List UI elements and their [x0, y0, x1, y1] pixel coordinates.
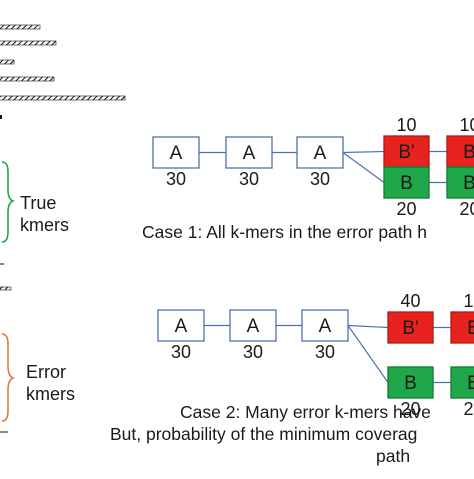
case2-true-node1-letter: B [404, 373, 417, 394]
case1-error-node2-letter: B [463, 142, 474, 163]
case1-node-a2-letter: A [243, 143, 256, 164]
case1-true-node1-letter: B [400, 173, 413, 194]
case1-true-node2-box [446, 166, 474, 199]
case1-true-node2: B 20 [446, 166, 474, 219]
case2-node-a3-count: 30 [315, 342, 335, 362]
case2-error-node2-count: 10 [463, 291, 474, 311]
case2-error-node2: B 10 [450, 291, 474, 344]
case1-true-node2-letter: B [463, 173, 474, 194]
case2-node-a2: A 30 [229, 309, 277, 362]
case2-node-a3: A 30 [301, 309, 349, 362]
case2-node-a1-count: 30 [171, 342, 191, 362]
case1-node-a1-box [152, 136, 200, 169]
case2-caption-line1: Case 2: Many error k-mers have [180, 402, 431, 422]
graph-nodes: A30A30A30B'10B10B20B20A30A30A30B'40B10B2… [152, 115, 474, 419]
case2-true-node2: B 20 [450, 366, 474, 419]
case2-true-node1-count: 20 [400, 399, 420, 419]
case1-node-a3-letter: A [314, 143, 327, 164]
read-bar [0, 95, 126, 101]
true-kmers-brace [1, 161, 16, 243]
case2-caption-line2: But, probability of the minimum coverag [110, 424, 418, 444]
case2-node-a3-box [301, 309, 349, 342]
case1-node-a2: A 30 [225, 136, 273, 189]
case1-true-node1-count: 20 [396, 199, 416, 219]
error-label-line2: kmers [26, 384, 75, 404]
case2-node-a2-count: 30 [243, 342, 263, 362]
case1-node-a3: A 30 [296, 136, 344, 189]
read-bar [0, 76, 55, 82]
graph-edges [199, 150, 451, 384]
case2-error-node1-letter: B' [402, 318, 418, 339]
case2-error-node2-letter: B [467, 318, 474, 339]
case1-node-a2-count: 30 [239, 169, 259, 189]
case2-node-a1-letter: A [175, 316, 188, 337]
case2-true-node1: B 20 [387, 366, 434, 419]
case2-node-a1: A 30 [157, 309, 205, 362]
case2-node-a2-letter: A [247, 316, 260, 337]
true-label-line2: kmers [20, 215, 69, 235]
case2-true-node1-box [387, 366, 434, 399]
graph-edge [347, 324, 389, 329]
case1-node-a1-letter: A [170, 143, 183, 164]
graph-edge [342, 152, 385, 183]
case2-error-node1-count: 40 [400, 291, 420, 311]
case1-error-node1-letter: B' [398, 142, 414, 163]
case2-node-a1-box [157, 309, 205, 342]
case1-error-node1-box [383, 135, 430, 168]
graph-edge [342, 150, 385, 154]
case1-true-node2-count: 20 [459, 199, 474, 219]
case1-true-node1-box [383, 166, 430, 199]
case1-node-a1: A 30 [152, 136, 200, 189]
case2-error-node1: B' 40 [387, 291, 434, 344]
case1-error-node2: B 10 [446, 115, 474, 168]
read-bar [0, 115, 2, 119]
case1-caption: Case 1: All k-mers in the error path h [142, 222, 427, 242]
case2-error-node1-box [387, 311, 434, 344]
case1-error-node2-count: 10 [459, 115, 474, 135]
error-kmers-brace [1, 333, 16, 422]
case1-node-a1-count: 30 [166, 169, 186, 189]
read-bar [0, 40, 57, 46]
case1-error-node2-box [446, 135, 474, 168]
read-bar [0, 59, 15, 65]
case2-node-a2-box [229, 309, 277, 342]
case2-true-node2-letter: B [467, 373, 474, 394]
read-bar [0, 24, 41, 30]
error-kmers-label: Error kmers [26, 361, 75, 405]
case2-caption-line3: path [376, 446, 411, 466]
case2-node-a3-letter: A [319, 316, 332, 337]
true-kmers-label: True kmers [20, 192, 69, 236]
case1-true-node1: B 20 [383, 166, 430, 219]
case1-node-a3-count: 30 [310, 169, 330, 189]
graph-edge [347, 325, 389, 383]
case2-true-node2-count: 20 [463, 399, 474, 419]
case1-error-node1-count: 10 [396, 115, 416, 135]
true-label-line1: True [20, 193, 57, 213]
read-bar [0, 286, 12, 291]
read-bars [0, 24, 126, 433]
case1-node-a3-box [296, 136, 344, 169]
error-label-line1: Error [26, 362, 66, 382]
case1-error-node1: B' 10 [383, 115, 430, 168]
case1-node-a2-box [225, 136, 273, 169]
